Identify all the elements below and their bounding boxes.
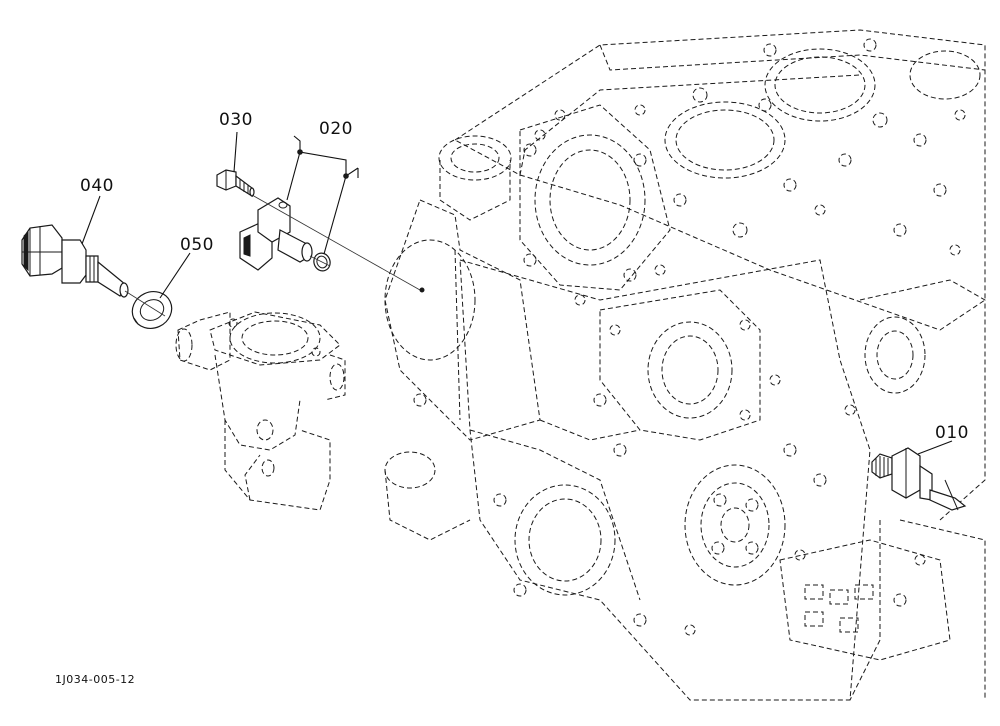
callout-020: 020 <box>319 119 353 139</box>
part-010-oil-pressure-switch <box>871 447 967 511</box>
callout-030: 030 <box>219 110 253 130</box>
engine-block <box>384 29 986 701</box>
part-040-temp-sensor <box>21 224 129 298</box>
part-020-speed-sensor <box>239 197 331 272</box>
callout-050: 050 <box>180 235 214 255</box>
callout-040: 040 <box>80 176 114 196</box>
leader-lines <box>81 131 953 455</box>
figure-id: 1J034-005-12 <box>55 673 135 686</box>
thermostat-housing <box>175 311 346 511</box>
part-030-bolt <box>216 169 255 198</box>
part-050-washer <box>131 291 173 329</box>
callout-010: 010 <box>935 423 969 443</box>
